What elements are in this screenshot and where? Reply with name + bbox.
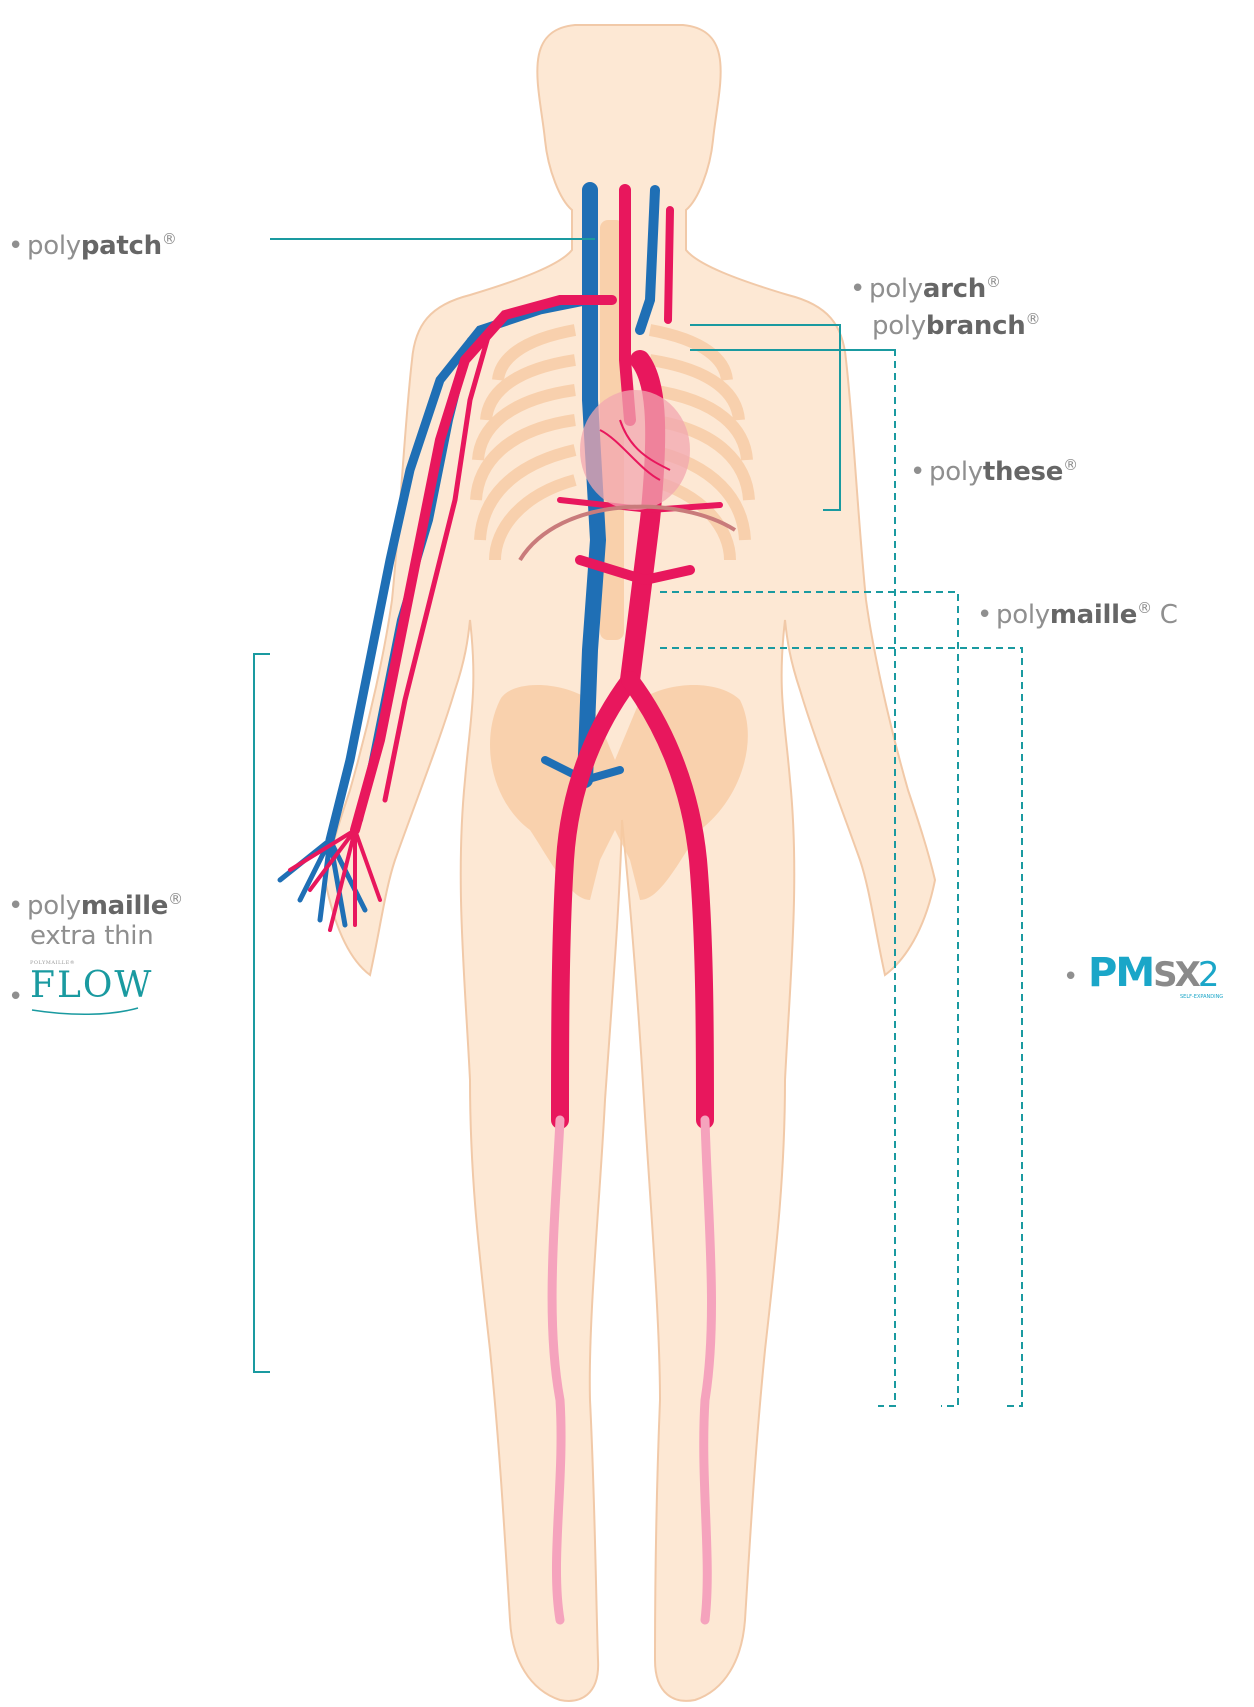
heart <box>580 390 690 510</box>
label-polymaille-c: •polymaille® C <box>977 589 1178 634</box>
label-polypatch: •polypatch® <box>8 220 177 265</box>
pmsx2-bullet: • <box>1063 958 1078 996</box>
flow-logo: POLYMAILLE® FLOW <box>30 960 153 1016</box>
pmsx2-pm: PM <box>1088 950 1153 996</box>
pmsx2-two: 2 <box>1198 955 1220 995</box>
pmsx2-logo: PMSX2 SELF-EXPANDING <box>1088 950 1219 996</box>
label-polythese: •polythese® <box>910 446 1078 491</box>
flow-logo-text: FLOW <box>30 966 153 1006</box>
label-polybranch: polybranch® <box>872 300 1040 345</box>
flow-bullet: • <box>8 978 23 1016</box>
label-extra-thin: extra thin <box>30 917 153 955</box>
flow-logo-swoosh <box>30 1006 140 1016</box>
pmsx2-sx: SX <box>1153 955 1198 995</box>
pmsx2-small: SELF-EXPANDING <box>1180 994 1223 1000</box>
